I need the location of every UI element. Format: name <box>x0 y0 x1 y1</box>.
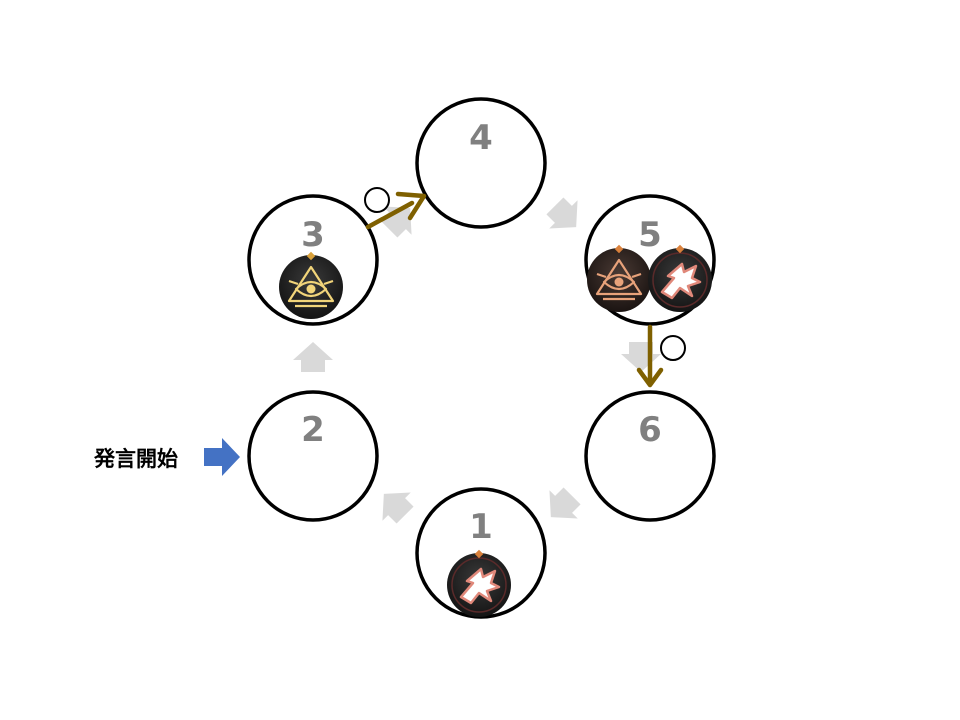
action-arrow-5-to-6 <box>636 324 686 388</box>
seer-eye-icon <box>279 251 343 319</box>
circle-mark <box>364 187 390 213</box>
flow-arrow-6-to-1 <box>549 487 581 519</box>
start-arrow-icon <box>204 438 240 476</box>
flow-arrow-5-to-6-behind <box>621 342 661 372</box>
flow-arrow-4-to-5 <box>546 197 578 229</box>
seat-number: 3 <box>301 215 325 255</box>
seat-2: 2 <box>247 390 379 522</box>
wolf-icon <box>447 549 511 617</box>
seer-eye-icon <box>587 244 651 312</box>
seat-circle <box>247 390 379 522</box>
seat-6: 6 <box>584 390 716 522</box>
wolf-icon <box>648 244 712 312</box>
seat-number: 1 <box>469 507 493 547</box>
flow-arrow-2-to-3 <box>293 342 333 372</box>
seat-number: 4 <box>469 118 493 158</box>
seat-circle <box>415 97 547 229</box>
seat-number: 2 <box>301 410 325 450</box>
seat-4: 4 <box>415 97 547 229</box>
seat-circle <box>584 390 716 522</box>
seat-number: 6 <box>638 410 662 450</box>
action-arrow-3-to-4 <box>364 187 427 230</box>
flow-arrow-1-to-2 <box>382 492 414 524</box>
circle-mark <box>660 335 686 361</box>
seat-number: 5 <box>638 215 662 255</box>
start-label: 発言開始 <box>93 447 178 471</box>
